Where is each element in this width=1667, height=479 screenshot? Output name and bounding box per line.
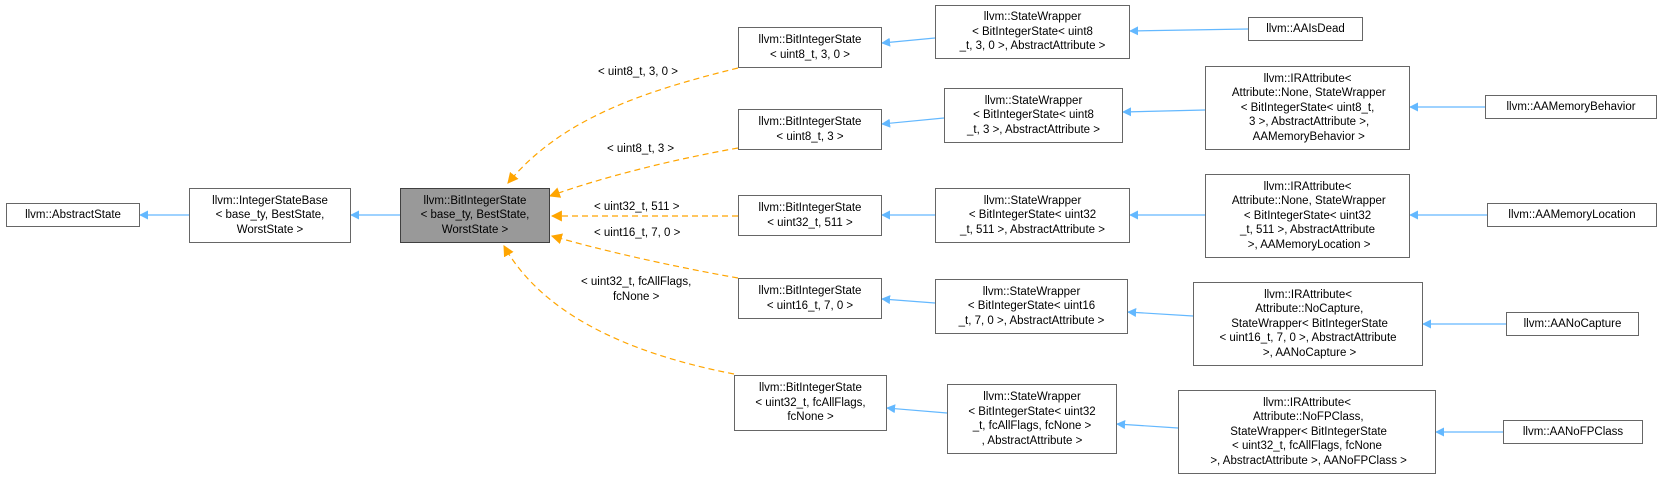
- node-label: llvm::StateWrapper < BitIntegerState< ui…: [958, 285, 1105, 327]
- node-label: llvm::BitIntegerState < uint8_t, 3, 0 >: [758, 34, 862, 61]
- node-aa-memory-behavior[interactable]: llvm::AAMemoryBehavior: [1485, 95, 1657, 119]
- node-ir-mem-behavior[interactable]: llvm::IRAttribute< Attribute::None, Stat…: [1205, 66, 1410, 150]
- edge-ir-no-fpclass-to-sw: [1116, 420, 1179, 430]
- node-bis-uint32-511[interactable]: llvm::BitIntegerState < uint32_t, 511 >: [738, 195, 882, 236]
- template-edge-uint32-fc: [503, 245, 735, 375]
- node-label: llvm::AANoCapture: [1523, 317, 1622, 330]
- edge-ir-mem-behavior-to-sw: [1122, 107, 1206, 117]
- node-integer-state-base[interactable]: llvm::IntegerStateBase < base_ty, BestSt…: [189, 188, 351, 243]
- node-label: llvm::BitIntegerState < uint32_t, fcAllF…: [755, 382, 866, 424]
- edge-label-uint8-3: < uint8_t, 3 >: [607, 143, 675, 155]
- node-sw-uint8-3-0[interactable]: llvm::StateWrapper < BitIntegerState< ui…: [935, 5, 1130, 59]
- node-label: llvm::AAMemoryLocation: [1508, 208, 1636, 221]
- node-label: llvm::BitIntegerState < uint32_t, 511 >: [758, 202, 862, 229]
- node-bit-integer-state-current: llvm::BitIntegerState < base_ty, BestSta…: [400, 188, 550, 243]
- node-ir-no-capture[interactable]: llvm::IRAttribute< Attribute::NoCapture,…: [1193, 282, 1423, 366]
- node-aa-no-fpclass[interactable]: llvm::AANoFPClass: [1503, 420, 1643, 444]
- edge-label-uint32-511: < uint32_t, 511 >: [594, 201, 680, 213]
- node-aa-is-dead[interactable]: llvm::AAIsDead: [1248, 17, 1363, 41]
- edge-label-uint16-7-0: < uint16_t, 7, 0 >: [594, 227, 681, 239]
- node-sw-uint32-511[interactable]: llvm::StateWrapper < BitIntegerState< ui…: [935, 188, 1130, 243]
- node-aa-memory-location[interactable]: llvm::AAMemoryLocation: [1487, 203, 1657, 227]
- node-label: llvm::BitIntegerState < uint8_t, 3 >: [758, 116, 862, 143]
- node-label: llvm::StateWrapper < BitIntegerState< ui…: [960, 194, 1105, 236]
- edge-sw-uint16-7-0-to-bis: [881, 295, 936, 305]
- node-sw-uint8-3[interactable]: llvm::StateWrapper < BitIntegerState< ui…: [944, 88, 1123, 143]
- node-label: llvm::StateWrapper < BitIntegerState< ui…: [967, 94, 1100, 136]
- node-label: llvm::StateWrapper < BitIntegerState< ui…: [959, 11, 1106, 53]
- node-label: llvm::IRAttribute< Attribute::None, Stat…: [1231, 72, 1386, 143]
- edge-sw-uint8-3-0-to-bis: [881, 37, 936, 47]
- node-bis-uint16-7-0[interactable]: llvm::BitIntegerState < uint16_t, 7, 0 >: [738, 278, 882, 319]
- node-aa-no-capture[interactable]: llvm::AANoCapture: [1506, 312, 1639, 336]
- node-bis-uint8-3[interactable]: llvm::BitIntegerState < uint8_t, 3 >: [738, 109, 882, 150]
- template-edge-uint16-7-0: [550, 233, 739, 279]
- node-ir-no-fpclass[interactable]: llvm::IRAttribute< Attribute::NoFPClass,…: [1178, 390, 1436, 474]
- node-label: llvm::AbstractState: [25, 208, 121, 221]
- edge-aa-is-dead-to-sw: [1129, 26, 1249, 36]
- edge-ir-no-capture-to-sw: [1127, 308, 1194, 317]
- edge-label-uint32-fc: < uint32_t, fcAllFlags, fcNone >: [581, 276, 692, 303]
- node-label: llvm::IRAttribute< Attribute::NoFPClass,…: [1210, 396, 1407, 467]
- node-label: llvm::IRAttribute< Attribute::None, Stat…: [1231, 180, 1386, 251]
- node-label: llvm::AAIsDead: [1266, 22, 1345, 35]
- node-label: llvm::StateWrapper < BitIntegerState< ui…: [968, 391, 1096, 447]
- node-label: llvm::BitIntegerState < uint16_t, 7, 0 >: [758, 285, 862, 312]
- node-label: llvm::IntegerStateBase < base_ty, BestSt…: [212, 194, 328, 236]
- node-label: llvm::AAMemoryBehavior: [1506, 100, 1636, 113]
- node-sw-uint16-7-0[interactable]: llvm::StateWrapper < BitIntegerState< ui…: [935, 279, 1128, 334]
- node-ir-mem-location[interactable]: llvm::IRAttribute< Attribute::None, Stat…: [1205, 174, 1410, 258]
- node-bis-uint8-3-0[interactable]: llvm::BitIntegerState < uint8_t, 3, 0 >: [738, 27, 882, 68]
- edge-sw-uint32-fc-to-bis: [886, 404, 948, 414]
- edge-label-uint8-3-0: < uint8_t, 3, 0 >: [598, 66, 678, 78]
- node-bis-uint32-fc[interactable]: llvm::BitIntegerState < uint32_t, fcAllF…: [734, 375, 887, 431]
- edge-sw-uint8-3-to-bis: [881, 117, 945, 128]
- node-abstract-state[interactable]: llvm::AbstractState: [6, 203, 140, 227]
- node-label: llvm::BitIntegerState < base_ty, BestSta…: [420, 194, 530, 236]
- node-label: llvm::AANoFPClass: [1522, 425, 1624, 438]
- template-edge-uint8-3: [548, 147, 739, 198]
- node-label: llvm::IRAttribute< Attribute::NoCapture,…: [1219, 288, 1397, 359]
- node-sw-uint32-fc[interactable]: llvm::StateWrapper < BitIntegerState< ui…: [947, 384, 1117, 454]
- template-edge-uint8-3-0: [507, 67, 739, 184]
